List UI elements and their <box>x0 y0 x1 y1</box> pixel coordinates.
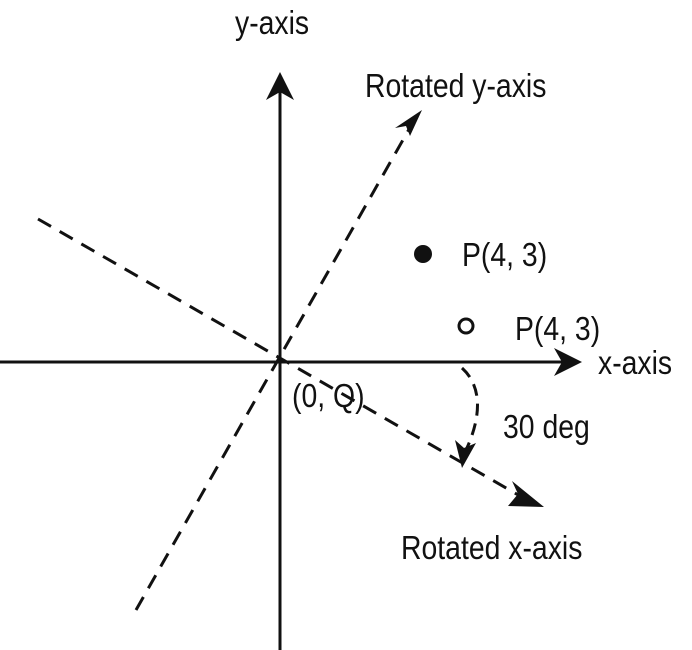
x-axis-label: x-axis <box>598 344 673 381</box>
rotation-arc <box>460 366 479 451</box>
rotated-y-axis-line <box>134 123 414 611</box>
x-axis-arrowhead <box>554 348 582 376</box>
rotated-y-axis-label: Rotated y-axis <box>365 67 547 104</box>
rotated-y-axis-arrowhead <box>395 110 422 136</box>
point-rotated-marker <box>457 317 475 335</box>
rotated-x-axis-arrowhead <box>508 481 544 507</box>
point-original-marker <box>414 245 432 263</box>
point-rotated-label: P(4, 3) <box>515 310 601 347</box>
angle-label: 30 deg <box>503 408 590 445</box>
rotated-x-axis-label: Rotated x-axis <box>401 529 583 566</box>
rotated-x-axis-line <box>37 217 528 502</box>
point-original-label: P(4, 3) <box>462 236 548 273</box>
y-axis-arrowhead <box>266 72 294 100</box>
rotation-arc-arrowhead <box>455 440 476 468</box>
y-axis-label: y-axis <box>235 4 310 41</box>
origin-label: (0, Q) <box>292 377 365 414</box>
